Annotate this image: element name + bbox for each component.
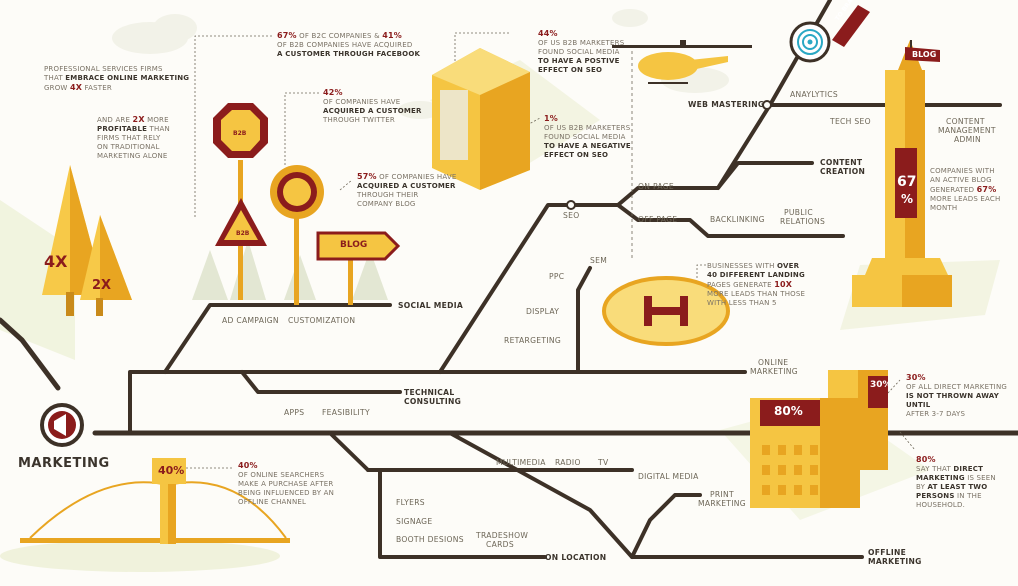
bridge-percent: 40% <box>158 464 185 477</box>
buildings-direct-marketing <box>750 370 888 508</box>
node-feasibility: FEASIBILITY <box>322 408 370 417</box>
node-offline-marketing-2: MARKETING <box>868 557 922 566</box>
node-display: DISPLAY <box>526 307 560 316</box>
node-cms-3: ADMIN <box>954 135 982 144</box>
megaphone-icon <box>40 403 84 447</box>
blog-arrow-sign <box>318 233 398 259</box>
stat-seo-1: 1% OF US B2B MARKETERS FOUND SOCIAL MEDI… <box>544 114 631 159</box>
node-analytics: ANAYLYTICS <box>790 90 838 99</box>
node-signage: SIGNAGE <box>396 517 433 526</box>
stat-facebook: 67% OF B2C COMPANIES & 41% OF B2B COMPAN… <box>277 31 421 58</box>
node-cms-2: MANAGEMENT <box>938 126 996 135</box>
node-ppc: PPC <box>549 272 565 281</box>
node-sem: SEM <box>590 256 608 265</box>
node-radio: RADIO <box>555 458 581 467</box>
building-30-label: 30% <box>870 380 892 390</box>
node-cms-1: CONTENT <box>946 117 985 126</box>
node-off-page: OFF PAGE <box>638 215 678 224</box>
node-technical-consulting-1: TECHNICAL <box>404 388 455 397</box>
node-tv: TV <box>598 458 609 467</box>
node-public-relations-2: RELATIONS <box>780 217 826 226</box>
node-print-marketing-2: MARKETING <box>698 499 746 508</box>
stat-blog-57: 57% OF COMPANIES HAVE ACQUIRED A CUSTOME… <box>357 172 457 208</box>
node-retargeting: RETARGETING <box>504 336 562 345</box>
signposts <box>213 103 401 305</box>
node-customization: CUSTOMIZATION <box>288 316 356 325</box>
node-booth-designs: BOOTH DESIONS <box>396 535 464 544</box>
node-web-mastering: WEB MASTERING <box>688 100 765 109</box>
node-backlinking: BACKLINKING <box>710 215 765 224</box>
building-seo-illustration <box>432 48 530 190</box>
bridge-illustration <box>20 458 290 544</box>
tree-4x-label: 4X <box>44 252 68 271</box>
node-content-creation-2: CREATION <box>820 167 866 176</box>
stat-direct-30: 30% OF ALL DIRECT MARKETING IS NOT THROW… <box>906 373 1008 418</box>
node-seo: SEO <box>563 211 580 220</box>
node-print-marketing-1: PRINT <box>710 490 734 499</box>
b2b-label-1: B2B <box>233 130 247 137</box>
line-nodes <box>566 100 772 210</box>
node-digital-media: DIGITAL MEDIA <box>638 472 699 481</box>
node-ad-campaign: AD CAMPAIGN <box>222 316 279 325</box>
helipad-illustration <box>602 276 730 346</box>
node-apps: APPS <box>284 408 305 417</box>
node-on-location: ON LOCATION <box>545 553 607 562</box>
blog-flag-label: BLOG <box>912 50 937 59</box>
pencil-percent: 67 <box>897 174 917 190</box>
helicopter-illustration <box>612 40 752 84</box>
node-offline-marketing-1: OFFLINE <box>868 548 907 557</box>
node-tradeshow-1: TRADESHOW <box>476 531 529 540</box>
branding-sign <box>832 5 870 47</box>
marketing-hub-label: MARKETING <box>18 456 110 471</box>
stat-landing-pages: BUSINESSES WITH OVER 40 DIFFERENT LANDIN… <box>707 262 806 307</box>
node-multimedia: MULTIMEDIA <box>496 458 546 467</box>
stat-professional-services: PROFESSIONAL SERVICES FIRMS THAT EMBRACE… <box>44 65 190 92</box>
building-80-label: 80% <box>774 404 803 418</box>
node-online-marketing-1: ONLINE <box>758 358 789 367</box>
node-content-creation-1: CONTENT <box>820 158 863 167</box>
tree-2x-label: 2X <box>92 278 112 293</box>
stat-seo-44: 44% OF US B2B MARKETERS FOUND SOCIAL MED… <box>538 29 625 74</box>
node-online-marketing-2: MARKETING <box>750 367 798 376</box>
b2b-label-2: B2B <box>236 230 250 237</box>
node-on-page: ON PAGE <box>638 182 675 191</box>
stat-direct-80: 80% SAY THAT DIRECT MARKETING IS SEEN BY… <box>916 455 996 509</box>
tree-4x-illustration <box>42 165 132 316</box>
node-public-relations-1: PUBLIC <box>784 208 813 217</box>
stat-twitter: 42% OF COMPANIES HAVE ACQUIRED A CUSTOME… <box>323 88 422 124</box>
fingerprint-icon <box>789 21 831 63</box>
pencil-illustration <box>852 40 952 307</box>
node-technical-consulting-2: CONSULTING <box>404 397 462 406</box>
stat-profitable: AND ARE 2X MORE PROFITABLE THAN FIRMS TH… <box>97 115 170 160</box>
node-tech-seo: TECH SEO <box>830 117 871 126</box>
stat-blog-67: COMPANIES WITH AN ACTIVE BLOG GENERATED … <box>930 167 1001 212</box>
node-social-media: SOCIAL MEDIA <box>398 301 464 310</box>
pencil-percent-sign: % <box>901 192 914 206</box>
stat-online-searchers: 40% OF ONLINE SEARCHERS MAKE A PURCHASE … <box>238 461 335 506</box>
node-tradeshow-2: CARDS <box>486 540 514 549</box>
blog-sign-label: BLOG <box>340 240 368 250</box>
node-flyers: FLYERS <box>396 498 425 507</box>
